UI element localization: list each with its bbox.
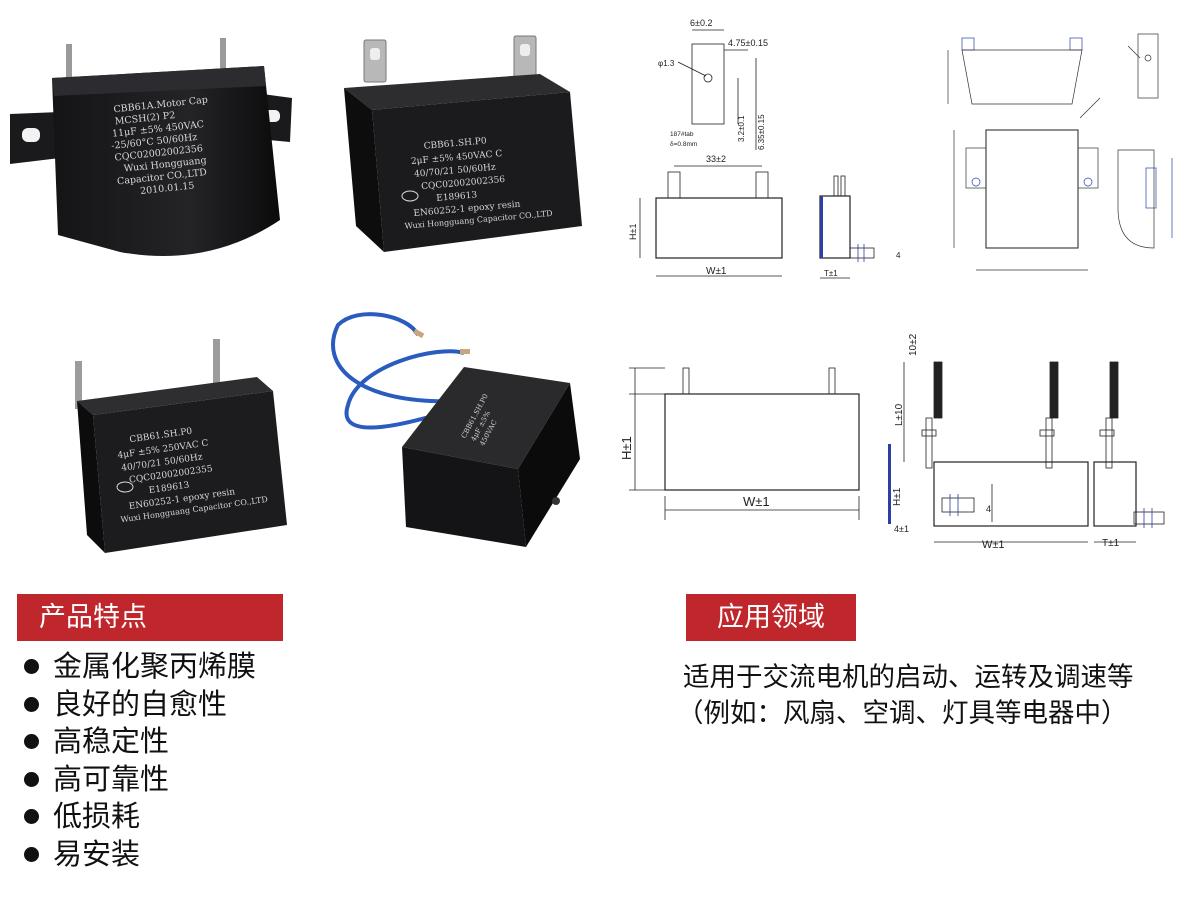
cqc-logo-icon bbox=[401, 190, 419, 202]
feature-item: 高稳定性 bbox=[18, 723, 256, 761]
dim-lead-length: L±10 bbox=[894, 403, 905, 426]
capacitor-marking-text: CBB61A.Motor Cap MCSH(2) P2 11μF ±5% 450… bbox=[111, 95, 209, 198]
applications-line: （例如：风扇、空调、灯具等电器中） bbox=[677, 698, 1128, 729]
dim-width: W±1 bbox=[743, 494, 770, 509]
dim-thickness: T±1 bbox=[824, 269, 838, 278]
note-thickness: δ=0.8mm bbox=[670, 141, 697, 148]
dim-clip: 4 bbox=[986, 504, 991, 514]
feature-label: 高可靠性 bbox=[53, 761, 170, 796]
dim-height: H±1 bbox=[892, 487, 903, 506]
features-heading-banner: 产品特点 bbox=[17, 594, 283, 641]
feature-item: 易安装 bbox=[18, 836, 256, 874]
product-photo-cbb61a: CBB61A.Motor Cap MCSH(2) P2 11μF ±5% 450… bbox=[10, 38, 292, 256]
feature-item: 高可靠性 bbox=[18, 761, 256, 799]
feature-label: 低损耗 bbox=[53, 799, 141, 833]
dim-tab-length: 6.35±0.15 bbox=[757, 114, 766, 150]
cqc-logo-icon bbox=[116, 481, 134, 493]
bullet-icon bbox=[24, 696, 39, 712]
feature-item: 金属化聚丙烯膜 bbox=[18, 648, 256, 686]
dim-lead-strip: 10±2 bbox=[908, 333, 919, 356]
dim-hole: φ1.3 bbox=[658, 59, 675, 68]
feature-item: 良好的自愈性 bbox=[18, 686, 256, 724]
bullet-icon bbox=[24, 809, 39, 825]
features-heading: 产品特点 bbox=[39, 602, 147, 633]
feature-label: 易安装 bbox=[53, 836, 141, 871]
applications-heading-banner: 应用领域 bbox=[686, 594, 856, 641]
dim-height: H±1 bbox=[628, 224, 638, 240]
features-list: 金属化聚丙烯膜 良好的自愈性 高稳定性 高可靠性 低损耗 易安装 bbox=[18, 648, 256, 873]
product-photo-cbb61-leads: CBB61.SH.P0 4μF ±5% 450VAC bbox=[331, 312, 580, 547]
dim-width: W±1 bbox=[982, 539, 1005, 551]
marking-line: E189613 bbox=[436, 190, 478, 204]
applications-description: 适用于交流电机的启动、运转及调速等 （例如：风扇、空调、灯具等电器中） bbox=[677, 660, 1134, 732]
feature-label: 良好的自愈性 bbox=[53, 686, 228, 721]
feature-item: 低损耗 bbox=[18, 798, 256, 836]
technical-drawing-ear-mount bbox=[947, 33, 1173, 271]
product-photo-cbb61-pins: CBB61.SH.P0 4μF ±5% 250VAC C 40/70/21 50… bbox=[75, 339, 287, 553]
dim-tab-width: 6±0.2 bbox=[690, 18, 712, 28]
technical-drawing-front-view: H±1 W±1 bbox=[619, 367, 860, 520]
dim-tab-offset: 3.2±0.1 bbox=[737, 115, 746, 142]
feature-label: 高稳定性 bbox=[53, 724, 170, 758]
bullet-icon bbox=[24, 846, 39, 862]
dim-offset: 4±1 bbox=[894, 524, 909, 534]
technical-drawing-tab-version: 6±0.2 4.75±0.15 φ1.3 3.2±0.1 6.35±0.15 1… bbox=[628, 18, 901, 279]
bullet-icon bbox=[24, 771, 39, 787]
bullet-icon bbox=[24, 734, 39, 750]
product-photo-cbb61-tabs: CBB61.SH.P0 2μF ±5% 450VAC C 40/70/21 50… bbox=[344, 35, 582, 252]
bullet-icon bbox=[24, 659, 39, 675]
dim-thickness: T±1 bbox=[1102, 538, 1120, 549]
dim-height: H±1 bbox=[619, 436, 634, 460]
applications-heading: 应用领域 bbox=[717, 602, 825, 633]
note-tab: 187#tab bbox=[670, 131, 694, 138]
dim-tab-thickness: 4.75±0.15 bbox=[728, 38, 768, 48]
technical-drawing-wired-version: 10±2 L±10 H±1 4 4±1 W±1 T±1 bbox=[888, 333, 1165, 551]
feature-label: 金属化聚丙烯膜 bbox=[53, 649, 257, 683]
applications-line: 适用于交流电机的启动、运转及调速等 bbox=[683, 662, 1134, 693]
dim-pin-spacing: 33±2 bbox=[706, 154, 726, 164]
dim-width: W±1 bbox=[706, 266, 727, 277]
dim-clip: 4 bbox=[896, 251, 901, 260]
